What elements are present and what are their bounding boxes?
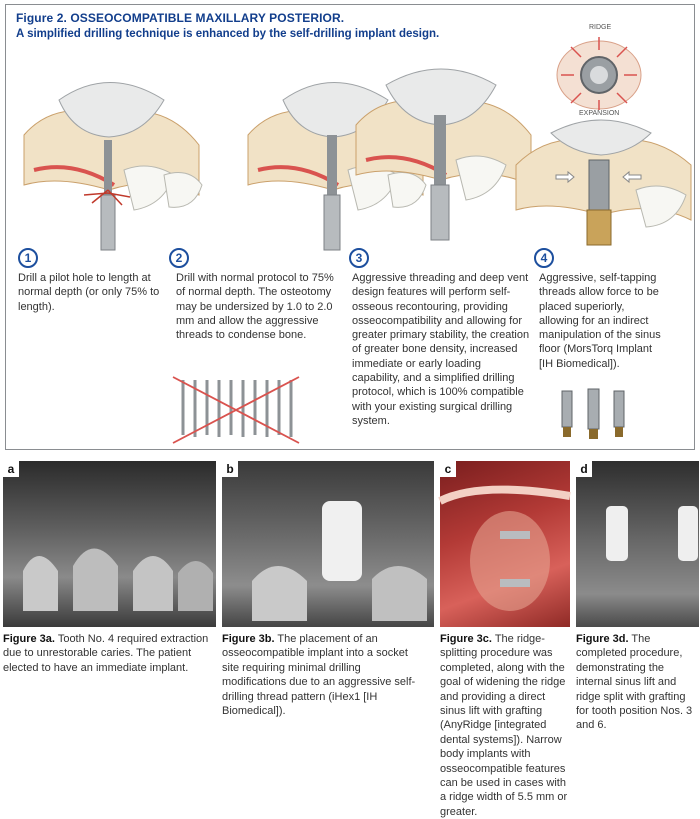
caption-3d-label: Figure 3d.	[576, 633, 629, 645]
caption-3b-text: The placement of an osseocompatible impl…	[222, 633, 416, 718]
caption-3d-text: The completed procedure, demonstrating t…	[576, 633, 693, 732]
step-1-number: 1	[18, 248, 38, 268]
photo-3b-xray: b	[222, 461, 434, 627]
photo-3c-letter: c	[440, 461, 456, 477]
photo-3d-xray: d	[576, 461, 699, 627]
photo-3d-letter: d	[576, 461, 592, 477]
caption-3c-label: Figure 3c.	[440, 633, 492, 645]
step-4-illustration: RIDGE EXPANSION	[515, 24, 692, 246]
figure-2-panel: Figure 2. OSSEOCOMPATIBLE MAXILLARY POST…	[5, 4, 695, 450]
crossed-out-drill-set	[172, 376, 300, 444]
step-3-illustration	[355, 68, 532, 241]
caption-3c-text: The ridge-splitting procedure was comple…	[440, 633, 568, 818]
implant-screws-illustration	[561, 388, 625, 439]
step-3-number: 3	[349, 248, 369, 268]
caption-3d: Figure 3d. The completed procedure, demo…	[576, 632, 696, 733]
step-4-text: Aggressive, self-tapping threads allow f…	[539, 272, 661, 370]
caption-3a-text: Tooth No. 4 required extraction due to u…	[3, 633, 209, 674]
step-2-text: Drill with normal protocol to 75% of nor…	[176, 272, 334, 342]
figure-2-subtitle: A simplified drilling technique is enhan…	[16, 28, 440, 40]
figure-2-title: Figure 2. OSSEOCOMPATIBLE MAXILLARY POST…	[16, 11, 345, 25]
photo-3a-xray: a	[3, 461, 216, 627]
caption-3b: Figure 3b. The placement of an osseocomp…	[222, 632, 427, 718]
step-4-number: 4	[534, 248, 554, 268]
photo-3a-letter: a	[3, 461, 19, 477]
step-3-text: Aggressive threading and deep vent desig…	[352, 272, 530, 427]
caption-3a: Figure 3a. Tooth No. 4 required extracti…	[3, 632, 213, 675]
caption-3a-label: Figure 3a.	[3, 633, 55, 645]
step-1-illustration	[23, 82, 203, 251]
ridge-label: RIDGE	[589, 24, 612, 31]
photo-3b-letter: b	[222, 461, 238, 477]
photo-3c-clinical: c	[438, 461, 571, 627]
step-2-number: 2	[169, 248, 189, 268]
caption-3b-label: Figure 3b.	[222, 633, 275, 645]
step-1-text: Drill a pilot hole to length at normal d…	[18, 272, 160, 313]
caption-3c: Figure 3c. The ridge-splitting procedure…	[440, 632, 568, 819]
expansion-label: EXPANSION	[579, 110, 619, 117]
